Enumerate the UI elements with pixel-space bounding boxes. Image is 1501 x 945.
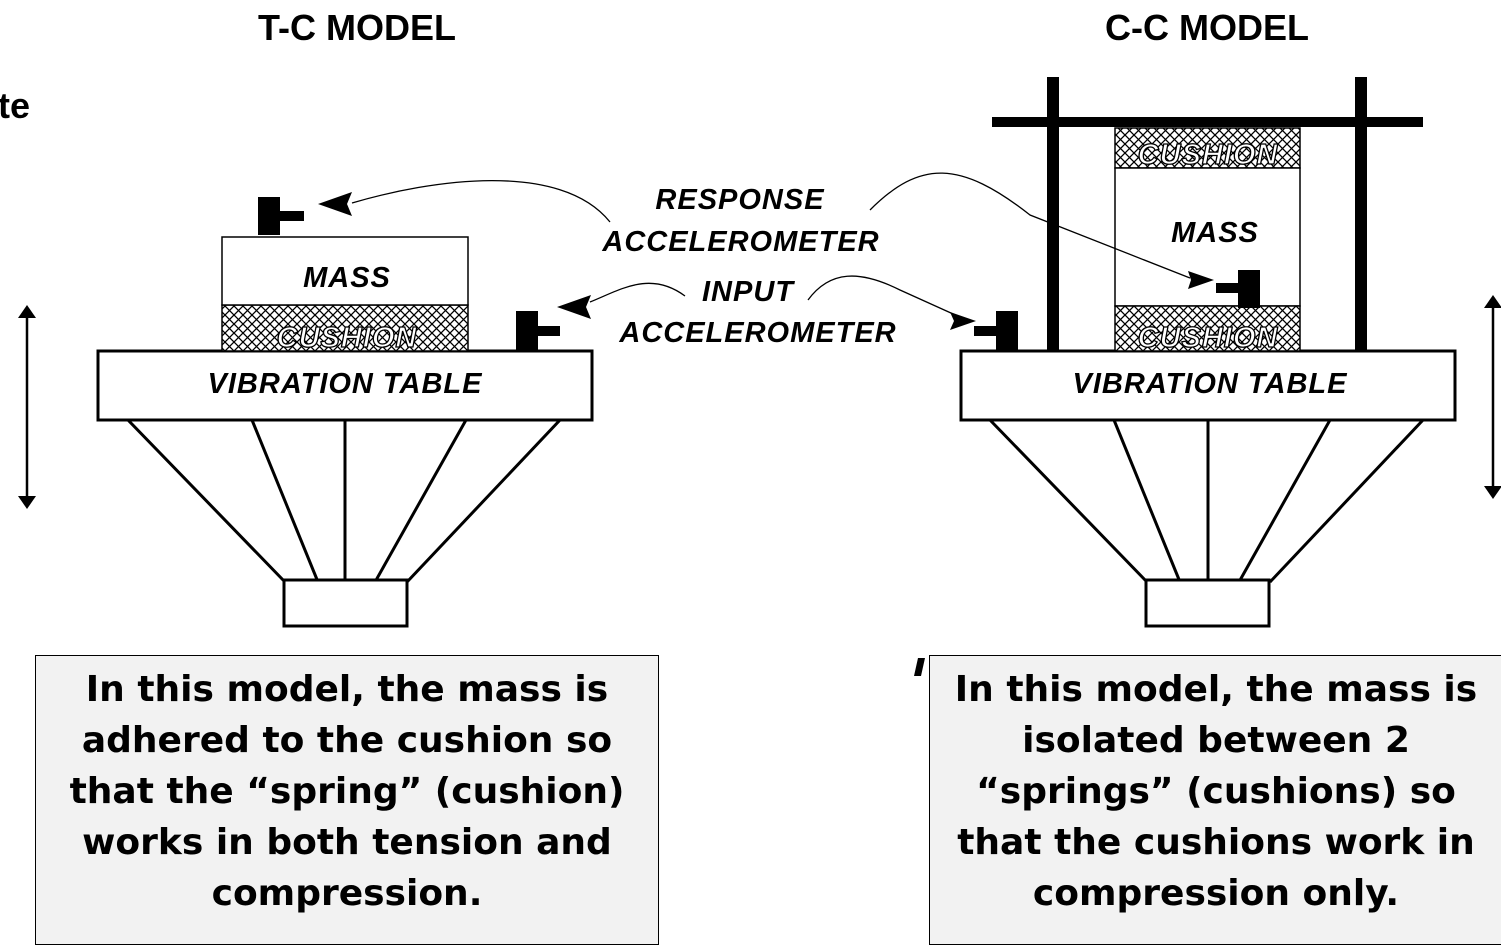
cc-model-caption-text: In this model, the mass is isolated betw… xyxy=(954,669,1478,914)
tc-mass xyxy=(221,236,469,306)
cc-mass-label: MASS xyxy=(1171,217,1259,249)
response-leader-right xyxy=(869,172,1191,279)
tc-cushion-label: CUSHION xyxy=(277,322,418,354)
response-arrowhead-right xyxy=(1188,271,1214,289)
accelerometer-annotations: RESPONSE ACCELEROMETER INPUT ACCELEROMET… xyxy=(318,172,1214,349)
tc-mass-label: MASS xyxy=(303,262,391,294)
tc-motion-double-arrow xyxy=(18,305,36,509)
cc-motion-double-arrow xyxy=(1484,295,1501,499)
input-leader-left xyxy=(589,282,686,303)
input-leader-right xyxy=(807,275,963,319)
cc-response-accelerometer xyxy=(1216,270,1260,308)
input-label-line1: INPUT xyxy=(702,276,795,308)
cc-input-accelerometer xyxy=(974,311,1018,351)
response-label-line1: RESPONSE xyxy=(655,184,825,216)
cc-shaker-foot xyxy=(1144,578,1271,628)
tc-shaker-foot xyxy=(282,578,409,628)
response-label-line2: ACCELEROMETER xyxy=(601,226,879,258)
cc-shaker-legs xyxy=(988,418,1425,584)
clipped-glyph-fragment xyxy=(914,658,925,676)
tc-model-caption-text: In this model, the mass is adhered to th… xyxy=(69,669,625,914)
cc-top-cushion-label: CUSHION xyxy=(1138,139,1279,171)
input-arrowhead-right xyxy=(950,312,976,330)
cc-frame xyxy=(992,77,1423,352)
cc-vibration-table xyxy=(959,349,1457,422)
tc-response-accelerometer xyxy=(258,197,304,235)
clipped-title-fragment: te xyxy=(0,85,30,126)
tc-input-accelerometer xyxy=(516,311,560,351)
cc-bottom-cushion-label: CUSHION xyxy=(1138,322,1279,354)
tc-vibration-table xyxy=(96,349,594,422)
cc-bottom-cushion xyxy=(1114,305,1301,352)
tc-model: VIBRATION TABLE CUSHION MASS xyxy=(18,197,594,628)
cc-vibration-table-label: VIBRATION TABLE xyxy=(1073,368,1349,400)
cc-model-caption: In this model, the mass is isolated betw… xyxy=(929,655,1501,945)
tc-cushion xyxy=(221,304,469,352)
response-arrowhead-left xyxy=(318,192,352,216)
title-tc-model: T-C MODEL xyxy=(258,7,456,48)
title-cc-model: C-C MODEL xyxy=(1105,7,1309,48)
input-arrowhead-left xyxy=(557,295,591,319)
input-label-line2: ACCELEROMETER xyxy=(618,317,896,349)
response-leader-left xyxy=(351,179,611,223)
cc-model: VIBRATION TABLE CUSHION MASS CUSHION xyxy=(959,77,1501,628)
tc-shaker-legs xyxy=(126,418,562,584)
tc-vibration-table-label: VIBRATION TABLE xyxy=(208,368,484,400)
cc-top-cushion xyxy=(1114,127,1301,169)
tc-model-caption: In this model, the mass is adhered to th… xyxy=(35,655,659,945)
cc-mass xyxy=(1114,167,1301,307)
